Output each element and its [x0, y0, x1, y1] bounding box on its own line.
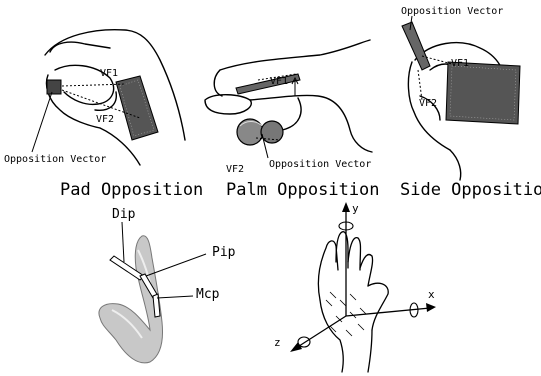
palm-label-vf2: VF2 — [226, 164, 244, 175]
palm-sphere-object — [237, 119, 283, 145]
pad-vector-leader — [32, 92, 52, 152]
pad-caption: Pad Opposition — [60, 180, 203, 200]
pad-label-vf2: VF2 — [96, 114, 114, 125]
pad-contact-pad — [47, 80, 61, 94]
axis-label-y: y — [352, 202, 359, 215]
pad-opposition-panel: VF1 VF2 Opposition Vector Pad Opposition — [4, 30, 203, 200]
rotation-arrows — [298, 222, 418, 347]
z-arrowhead — [290, 342, 302, 352]
side-pencil — [402, 22, 430, 70]
side-label-opposition-vector: Opposition Vector — [401, 6, 503, 17]
y-arrowhead — [342, 202, 350, 212]
hand-frame-panel: y x z — [274, 202, 436, 372]
pad-hand-illustration — [45, 30, 185, 165]
palm-label-opposition-vector: Opposition Vector — [269, 159, 371, 170]
side-caption: Side Opposition — [400, 180, 541, 200]
joint-label-mcp: Mcp — [196, 287, 220, 302]
pad-label-vf1: VF1 — [100, 68, 118, 79]
joint-label-pip: Pip — [212, 245, 236, 260]
joint-label-dip: Dip — [112, 207, 136, 222]
z-rotation-arrow — [298, 337, 310, 347]
side-label-vf1: VF1 — [451, 58, 469, 69]
axis-label-z: z — [274, 336, 281, 349]
side-label-vf2: VF2 — [419, 98, 437, 109]
palm-hand-illustration — [205, 40, 372, 152]
hand-frame-illustration — [318, 232, 388, 372]
z-axis-line — [296, 316, 346, 348]
axis-label-x: x — [428, 288, 435, 301]
x-arrowhead — [426, 303, 436, 312]
finger-joint-leaders — [122, 222, 206, 298]
finger-model-panel: Dip Pip Mcp — [99, 207, 236, 363]
side-opposition-panel: Opposition Vector VF1 VF2 Side Oppositio… — [400, 6, 541, 200]
palm-label-vf1: VF1 — [270, 76, 288, 87]
coordinate-axes — [296, 206, 430, 348]
pad-object — [116, 76, 158, 140]
palm-pencil — [236, 74, 300, 94]
palm-caption: Palm Opposition — [226, 180, 380, 200]
palm-opposition-panel: VF1 VF2 Opposition Vector Palm Oppositio… — [205, 40, 380, 200]
side-card-object — [446, 62, 520, 124]
pad-label-opposition-vector: Opposition Vector — [4, 154, 106, 165]
